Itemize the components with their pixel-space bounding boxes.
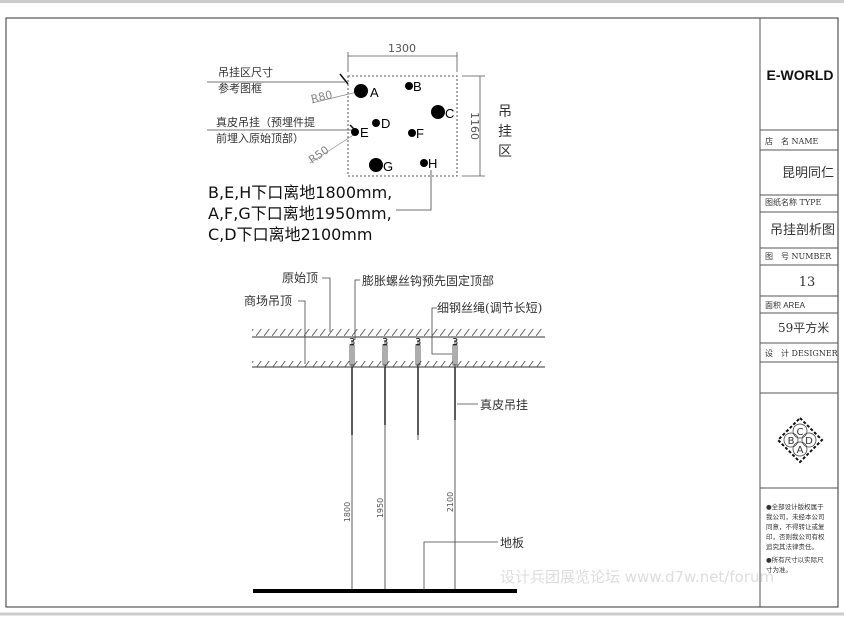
height-note-1: B,E,H下口离地1800mm,: [208, 183, 392, 202]
floor-label: 地板: [500, 536, 524, 550]
title-block: [759, 18, 838, 607]
width-dim-label: 1300: [388, 42, 416, 55]
dim-2100: 2100: [446, 492, 455, 512]
svg-text:B: B: [788, 436, 795, 447]
wire-note: 细钢丝绳(调节长短): [437, 301, 542, 315]
point-c: C: [445, 106, 454, 121]
svg-text:追究其法律责任。: 追究其法律责任。: [766, 542, 818, 551]
svg-text:D: D: [805, 436, 813, 447]
original-ceiling-hatch: [252, 329, 544, 336]
store-value: 昆明同仁: [782, 166, 834, 181]
width-dimension: [347, 52, 458, 72]
svg-text:●全部设计版权属于: ●全部设计版权属于: [766, 502, 824, 511]
area-label: 面积 AREA: [765, 300, 806, 310]
svg-text:3: 3: [415, 337, 421, 348]
hangers: [349, 340, 458, 590]
point-a: A: [370, 85, 379, 100]
svg-text:C: C: [797, 427, 804, 438]
height-dim-label: 1160: [468, 112, 481, 140]
point-b: B: [413, 79, 422, 94]
svg-text:寸为准。: 寸为准。: [766, 565, 792, 574]
svg-text:印，否则我公司有权: 印，否则我公司有权: [766, 532, 825, 541]
svg-text:3: 3: [382, 337, 388, 348]
number-label: 图 号 NUMBER: [765, 252, 832, 261]
hanger-note-2: 前埋入原始顶部）: [216, 131, 304, 145]
point-e: E: [360, 125, 369, 140]
point-f: F: [416, 126, 424, 141]
section-view: 3 3 3 3 原始顶 商场吊顶 膨胀螺丝钩预先固定顶部 细钢丝绳(调节长短) 真皮吊…: [244, 271, 545, 593]
dim-1950: 1950: [376, 498, 385, 518]
mall-ceiling-label: 商场吊顶: [244, 293, 292, 308]
height-note-3: C,D下口离地2100mm: [208, 225, 372, 244]
frame-note-2: 参考图框: [218, 81, 262, 95]
svg-text:●所有尺寸以实际尺: ●所有尺寸以实际尺: [766, 555, 824, 564]
zone-label-3: 区: [498, 144, 512, 160]
svg-text:A: A: [797, 445, 804, 456]
dim-1800: 1800: [343, 502, 352, 522]
type-value: 吊挂剖析图: [770, 223, 835, 238]
copyright-notes: ●全部设计版权属于 我公司，未经本公司 同意，不得转让或复 印，否则我公司有权 …: [766, 502, 825, 574]
svg-text:同意，不得转让或复: 同意，不得转让或复: [766, 522, 825, 531]
hook-glyphs: 3 3 3 3: [349, 337, 458, 348]
store-label: 店 名 NAME: [765, 136, 819, 146]
svg-text:3: 3: [452, 337, 458, 348]
number-value: 13: [799, 275, 816, 290]
designer-label: 设 计 DESIGNER: [765, 348, 839, 358]
hang-points: A B C D E F G H: [351, 79, 454, 174]
hook-note: 膨胀螺丝钩预先固定顶部: [362, 273, 494, 288]
area-value: 59平方米: [778, 320, 829, 335]
point-d: D: [381, 116, 390, 131]
brand-logo: E-WORLD: [767, 67, 834, 83]
zone-label-2: 挂: [498, 124, 512, 140]
plan-view: 1300 1160 吊 挂 区 吊挂区尺寸 参考图框 真皮吊挂（预埋件提 前埋入…: [207, 42, 512, 244]
svg-text:3: 3: [349, 337, 355, 348]
original-ceiling-label: 原始顶: [282, 271, 318, 285]
height-dimension: [462, 75, 485, 177]
type-label: 图纸名称 TYPE: [765, 197, 822, 207]
floor-line: [253, 589, 517, 593]
point-h: H: [428, 156, 437, 171]
leather-hanger-label: 真皮吊挂: [480, 398, 528, 412]
watermark: 设计兵团展览论坛 www.d7w.net/forum: [500, 568, 774, 586]
top-edge: [0, 0, 844, 3]
point-g: G: [383, 159, 393, 174]
svg-text:我公司，未经本公司: 我公司，未经本公司: [766, 512, 825, 521]
hanging-zone-frame: [347, 75, 458, 177]
height-note-2: A,F,G下口离地1950mm,: [208, 204, 392, 223]
hanger-note-1: 真皮吊挂（预埋件提: [216, 115, 315, 129]
mall-ceiling-hatch: [252, 361, 544, 367]
drawing-border: [5, 17, 839, 608]
zone-label-1: 吊: [498, 104, 512, 120]
radius-r80: R80: [310, 88, 334, 106]
company-logo: C B D A: [776, 416, 824, 464]
frame-note-1: 吊挂区尺寸: [218, 65, 273, 79]
